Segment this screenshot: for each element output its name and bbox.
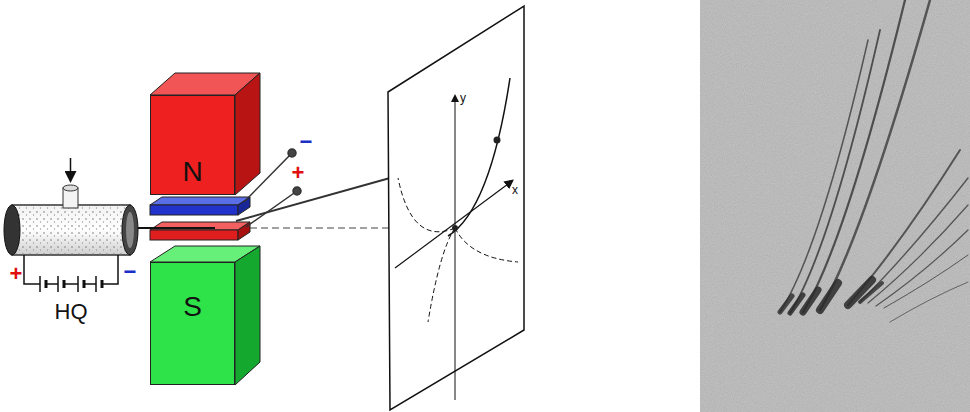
- parabola-photograph: [700, 0, 970, 412]
- magnet-north: N: [150, 95, 235, 195]
- magnet-north-faces: [150, 73, 260, 195]
- electrode-plus: +: [292, 162, 305, 184]
- detector-screen: [388, 6, 524, 410]
- electrode-minus: −: [300, 131, 313, 153]
- axis-label: x: [512, 184, 518, 196]
- battery-minus: −: [124, 261, 137, 283]
- electrode-wires: [244, 149, 301, 227]
- axis-label: y: [460, 92, 466, 104]
- magnet-south-faces: [150, 246, 260, 385]
- magnet-south: S: [150, 262, 235, 385]
- magnet-pole-label: S: [183, 293, 202, 321]
- ion-source: [4, 158, 138, 255]
- source-label: HQ: [55, 301, 88, 323]
- battery-symbol: [24, 255, 118, 292]
- battery-plus: +: [10, 263, 23, 285]
- magnet-pole-label: N: [182, 158, 202, 186]
- deflection-plates: [150, 197, 250, 240]
